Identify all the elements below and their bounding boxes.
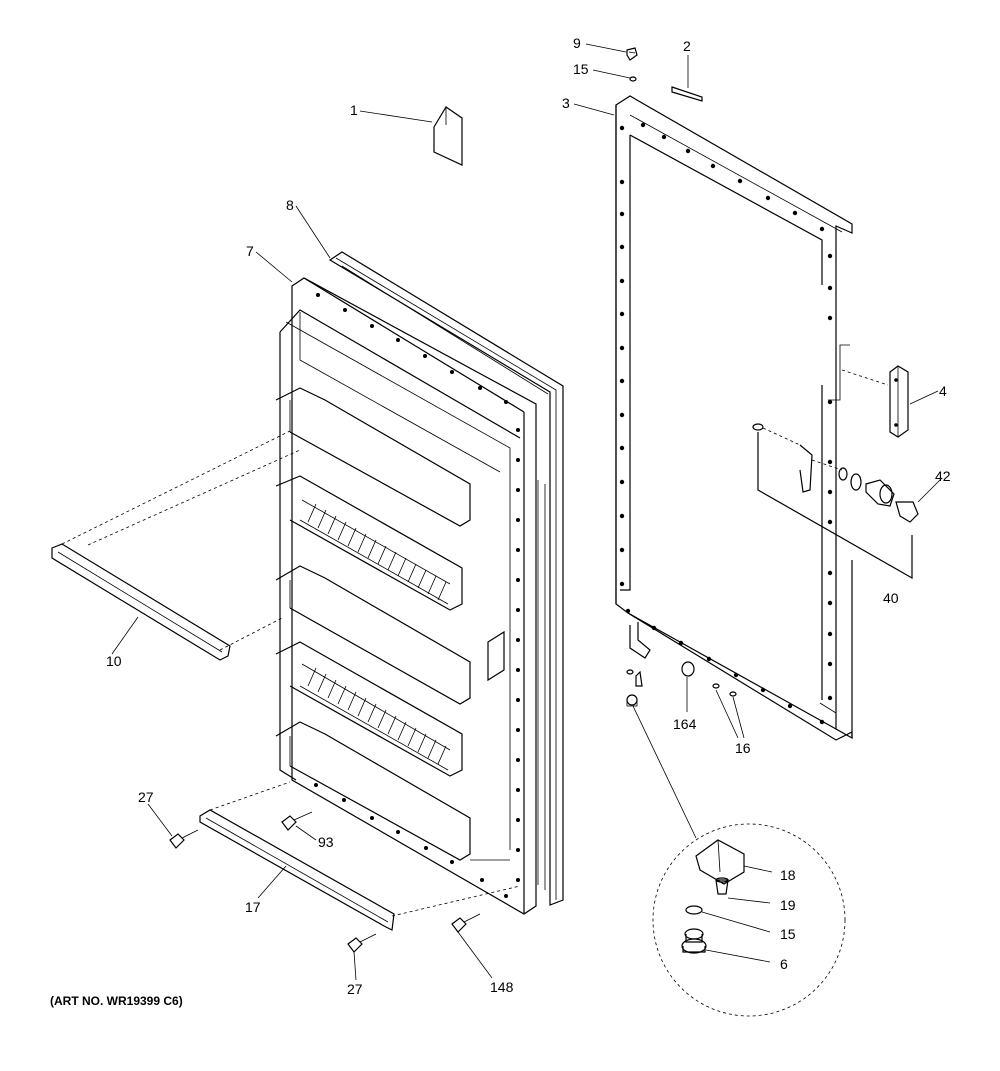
callout-42: 42 xyxy=(935,468,951,484)
part-7-door-liner xyxy=(275,251,564,915)
callout-27-bottom: 27 xyxy=(347,981,363,997)
callout-6: 6 xyxy=(780,956,788,972)
part-9-screw xyxy=(626,47,638,61)
callout-1: 1 xyxy=(350,102,358,118)
callout-148: 148 xyxy=(490,979,514,995)
part-27-screw-bottom xyxy=(347,933,377,953)
part-40-lock-assembly xyxy=(752,423,919,580)
part-148-screw xyxy=(451,913,481,933)
callout-93: 93 xyxy=(318,834,334,850)
hinge-parts-bottom xyxy=(626,622,737,707)
part-2-strip xyxy=(671,86,703,102)
callout-7: 7 xyxy=(246,243,254,259)
leader-lines xyxy=(111,43,943,981)
art-number: (ART NO. WR19399 C6) xyxy=(50,994,183,1008)
part-17-bottom-rail xyxy=(199,781,521,931)
part-15-washer-top xyxy=(629,76,637,82)
callout-27-left: 27 xyxy=(138,789,154,805)
part-3-door-panel xyxy=(615,95,853,741)
callout-40: 40 xyxy=(883,590,899,606)
callout-labels: 9 2 15 3 1 8 7 4 42 40 10 164 16 27 93 1… xyxy=(106,35,951,997)
part-93-screw xyxy=(281,811,313,831)
part-27-screw-left xyxy=(169,829,199,849)
callout-16: 16 xyxy=(735,740,751,756)
callout-9: 9 xyxy=(573,35,581,51)
detail-circle xyxy=(632,705,846,1017)
callout-3: 3 xyxy=(562,95,570,111)
callout-19: 19 xyxy=(780,897,796,913)
callout-10: 10 xyxy=(106,653,122,669)
callout-18: 18 xyxy=(780,867,796,883)
callout-2: 2 xyxy=(683,38,691,54)
part-10-shelf-rail xyxy=(51,429,301,661)
callout-8: 8 xyxy=(286,197,294,213)
callout-15-detail: 15 xyxy=(780,926,796,942)
part-4-handle-bracket xyxy=(828,344,909,438)
part-1-label-card xyxy=(433,106,463,166)
callout-17: 17 xyxy=(245,899,261,915)
callout-15-top: 15 xyxy=(573,61,589,77)
shelf-grille-upper xyxy=(307,503,447,601)
callout-4: 4 xyxy=(939,383,947,399)
callout-164: 164 xyxy=(673,716,697,732)
shelf-grille-lower xyxy=(307,667,447,765)
